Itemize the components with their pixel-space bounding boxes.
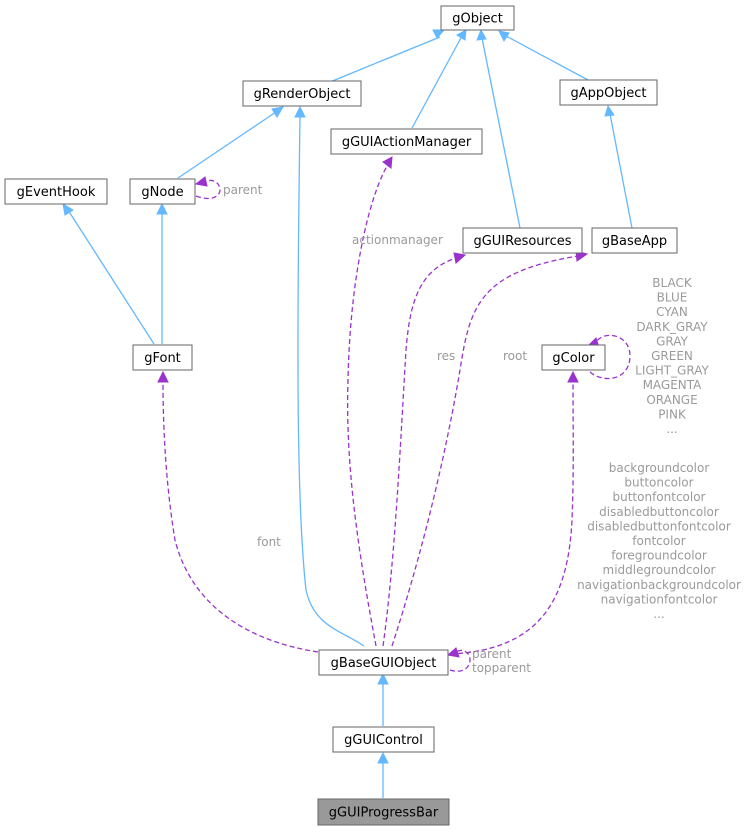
node-grenderobject-label: gRenderObject: [254, 87, 351, 102]
edge-colors: [449, 381, 574, 655]
color-member-line: backgroundcolor: [609, 461, 710, 475]
arrowhead-gfont-geventhook: [62, 203, 74, 216]
node-gappobject-label: gAppObject: [571, 86, 647, 101]
arrowhead-gnode-grenderobject: [271, 106, 284, 118]
gui-self-line: topparent: [472, 661, 531, 675]
edge-gbaseguiobject-grenderobject: [297, 115, 365, 647]
node-gguiresources[interactable]: gGUIResources: [462, 227, 583, 254]
color-self-line: MAGENTA: [643, 378, 703, 392]
color-self-line: ORANGE: [646, 393, 697, 407]
color-member-line: buttonfontcolor: [612, 490, 705, 504]
color-self-line: BLACK: [652, 276, 693, 290]
edge-labels: parent actionmanager res root font BLACK…: [223, 183, 741, 675]
node-gguicontrol[interactable]: gGUIControl: [332, 726, 435, 753]
node-gnode[interactable]: gNode: [129, 178, 196, 205]
color-self-line: BLUE: [657, 291, 688, 305]
arrowhead-gappobject-gobject: [498, 30, 510, 43]
edge-gbaseguiobject-self: [449, 649, 471, 672]
color-self-line: GREEN: [651, 349, 693, 363]
arrowhead-font: [157, 370, 169, 383]
node-gbaseguiobject-label: gBaseGUIObject: [331, 656, 437, 671]
gui-self-line: parent: [472, 647, 512, 661]
label-actionmanager: actionmanager: [352, 233, 443, 247]
node-gfont[interactable]: gFont: [132, 344, 193, 371]
nodes: gObject gRenderObject gAppObject gGUIAct…: [4, 5, 678, 826]
arrowhead-colors: [567, 370, 579, 383]
label-root: root: [503, 349, 527, 363]
color-member-line: foregroundcolor: [611, 549, 707, 563]
node-gguicontrol-label: gGUIControl: [344, 733, 423, 748]
node-gguiactionmanager[interactable]: gGUIActionManager: [330, 128, 483, 155]
color-self-line: LIGHT_GRAY: [635, 364, 709, 378]
arrowhead-gbaseguiobject-grenderobject: [294, 105, 306, 118]
color-member-line: navigationbackgroundcolor: [577, 578, 741, 592]
edge-gnode-self: [195, 179, 221, 200]
edge-actionmanager: [347, 165, 388, 647]
edge-res: [382, 257, 457, 647]
arrowhead-gnode-self: [194, 176, 208, 187]
member-edges: [157, 156, 631, 672]
color-member-line: disabledbuttonfontcolor: [587, 519, 731, 533]
arrowhead-gguiprogressbar-gguicontrol: [377, 751, 389, 764]
arrowhead-actionmanager: [382, 156, 393, 169]
arrowhead-gbaseapp-gappobject: [604, 104, 615, 117]
arrowhead-gguiactionmanager-gobject: [456, 29, 467, 41]
node-gappobject[interactable]: gAppObject: [559, 79, 658, 106]
node-gnode-label: gNode: [141, 185, 183, 200]
edge-grenderobject-gobject: [329, 36, 441, 83]
color-member-line: ...: [653, 607, 664, 621]
node-gobject-label: gObject: [452, 12, 503, 27]
edge-gappobject-gobject: [505, 35, 589, 81]
arrowhead-res: [453, 252, 467, 264]
color-self-line: GRAY: [656, 334, 688, 348]
color-member-line: middlegroundcolor: [603, 563, 716, 577]
color-self-line: PINK: [658, 407, 687, 421]
edge-root: [391, 255, 579, 647]
node-gbaseapp[interactable]: gBaseApp: [591, 227, 678, 254]
node-gguiprogressbar-label: gGUIProgressBar: [329, 806, 439, 821]
arrowhead-grenderobject-gobject: [432, 29, 446, 39]
node-geventhook[interactable]: gEventHook: [4, 178, 108, 205]
node-gbaseapp-label: gBaseApp: [602, 234, 667, 249]
node-gcolor[interactable]: gColor: [541, 344, 606, 371]
edge-gcolor-self: [589, 334, 631, 380]
edge-font: [162, 381, 319, 653]
edge-gbaseapp-gappobject: [609, 113, 633, 229]
node-gguiresources-label: gGUIResources: [473, 234, 571, 249]
edge-gfont-geventhook: [67, 209, 155, 345]
node-gguiprogressbar[interactable]: gGUIProgressBar: [317, 798, 450, 826]
inheritance-edges: [62, 28, 633, 798]
color-self-line: CYAN: [656, 305, 688, 319]
node-gobject[interactable]: gObject: [440, 5, 515, 31]
arrowhead-gbaseguiobject-self: [446, 647, 460, 658]
label-node-parent: parent: [223, 183, 263, 197]
edge-gnode-grenderobject: [177, 111, 277, 179]
arrowhead-gguiresources-gobject: [476, 28, 487, 41]
color-member-line: navigationfontcolor: [601, 592, 718, 606]
node-gbaseguiobject[interactable]: gBaseGUIObject: [318, 649, 449, 676]
color-member-line: buttoncolor: [624, 476, 693, 490]
arrowhead-gfont-gnode: [156, 202, 168, 215]
color-member-line: fontcolor: [632, 534, 685, 548]
arrowhead-gguicontrol-gbaseguiobject: [377, 672, 389, 685]
color-self-line: ...: [666, 422, 677, 436]
node-gcolor-label: gColor: [552, 351, 595, 366]
color-self-line: DARK_GRAY: [636, 320, 708, 334]
label-font: font: [257, 535, 281, 549]
node-gguiactionmanager-label: gGUIActionManager: [342, 135, 472, 150]
node-grenderobject[interactable]: gRenderObject: [242, 80, 362, 107]
node-gfont-label: gFont: [144, 351, 181, 366]
node-geventhook-label: gEventHook: [17, 185, 96, 200]
edge-gguiresources-gobject: [481, 37, 521, 229]
label-res: res: [437, 349, 455, 363]
edge-gguiactionmanager-gobject: [411, 35, 463, 129]
color-member-line: disabledbuttoncolor: [599, 505, 719, 519]
